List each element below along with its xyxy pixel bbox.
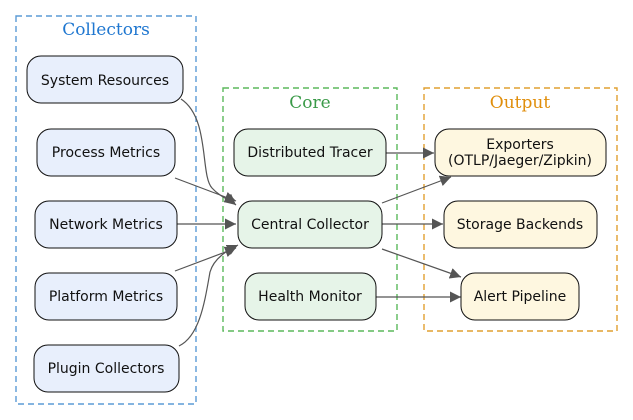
node-process-metrics[interactable]: Process Metrics	[36, 128, 176, 177]
node-health-monitor-label: Health Monitor	[258, 289, 362, 305]
node-platform-metrics[interactable]: Platform Metrics	[34, 272, 178, 321]
node-distributed-tracer[interactable]: Distributed Tracer	[233, 128, 387, 177]
node-storage-backends-label: Storage Backends	[457, 217, 583, 233]
node-central-collector[interactable]: Central Collector	[237, 200, 383, 249]
node-alert-pipeline-label: Alert Pipeline	[474, 289, 567, 305]
node-network-metrics[interactable]: Network Metrics	[34, 200, 178, 249]
node-alert-pipeline-box	[460, 272, 580, 321]
edge-process-metrics-to-central-collector	[174, 177, 237, 203]
edge-central-collector-to-alert-pipeline	[381, 248, 462, 279]
output-cluster-border	[423, 87, 618, 332]
edge-system-resources-to-central-collector	[180, 98, 237, 206]
node-system-resources-label: System Resources	[41, 73, 169, 89]
collectors-cluster: Collectors	[15, 15, 197, 405]
core-cluster: Core	[222, 87, 398, 332]
node-distributed-tracer-label: Distributed Tracer	[247, 145, 372, 161]
node-exporters-box	[434, 128, 607, 177]
node-process-metrics-box	[36, 128, 176, 177]
node-alert-pipeline[interactable]: Alert Pipeline	[460, 272, 580, 321]
collectors-cluster-border	[15, 15, 197, 405]
node-plugin-collectors[interactable]: Plugin Collectors	[33, 344, 180, 393]
node-storage-backends-box	[443, 200, 598, 249]
node-central-collector-box	[237, 200, 383, 249]
node-central-collector-label: Central Collector	[251, 217, 369, 233]
edge-central-collector-to-exporters	[381, 175, 452, 204]
node-storage-backends[interactable]: Storage Backends	[443, 200, 598, 249]
node-system-resources[interactable]: System Resources	[26, 55, 184, 104]
node-system-resources-box	[26, 55, 184, 104]
node-exporters[interactable]: Exporters (OTLP/Jaeger/Zipkin)	[434, 128, 607, 177]
output-cluster-label: Output	[490, 93, 551, 113]
output-cluster: Output	[423, 87, 618, 332]
edges	[174, 98, 462, 347]
core-cluster-label: Core	[289, 93, 330, 113]
node-plugin-collectors-box	[33, 344, 180, 393]
node-platform-metrics-label: Platform Metrics	[49, 289, 163, 305]
core-cluster-border	[222, 87, 398, 332]
node-health-monitor[interactable]: Health Monitor	[244, 272, 377, 321]
collectors-cluster-label: Collectors	[62, 20, 150, 40]
node-exporters-label-line2: (OTLP/Jaeger/Zipkin)	[448, 153, 592, 169]
node-plugin-collectors-label: Plugin Collectors	[48, 361, 165, 377]
node-network-metrics-box	[34, 200, 178, 249]
node-network-metrics-label: Network Metrics	[49, 217, 163, 233]
edge-plugin-collectors-to-central-collector	[178, 244, 239, 347]
node-process-metrics-label: Process Metrics	[52, 145, 160, 161]
node-exporters-label-line1: Exporters	[486, 137, 554, 153]
node-health-monitor-box	[244, 272, 377, 321]
node-distributed-tracer-box	[233, 128, 387, 177]
node-platform-metrics-box	[34, 272, 178, 321]
